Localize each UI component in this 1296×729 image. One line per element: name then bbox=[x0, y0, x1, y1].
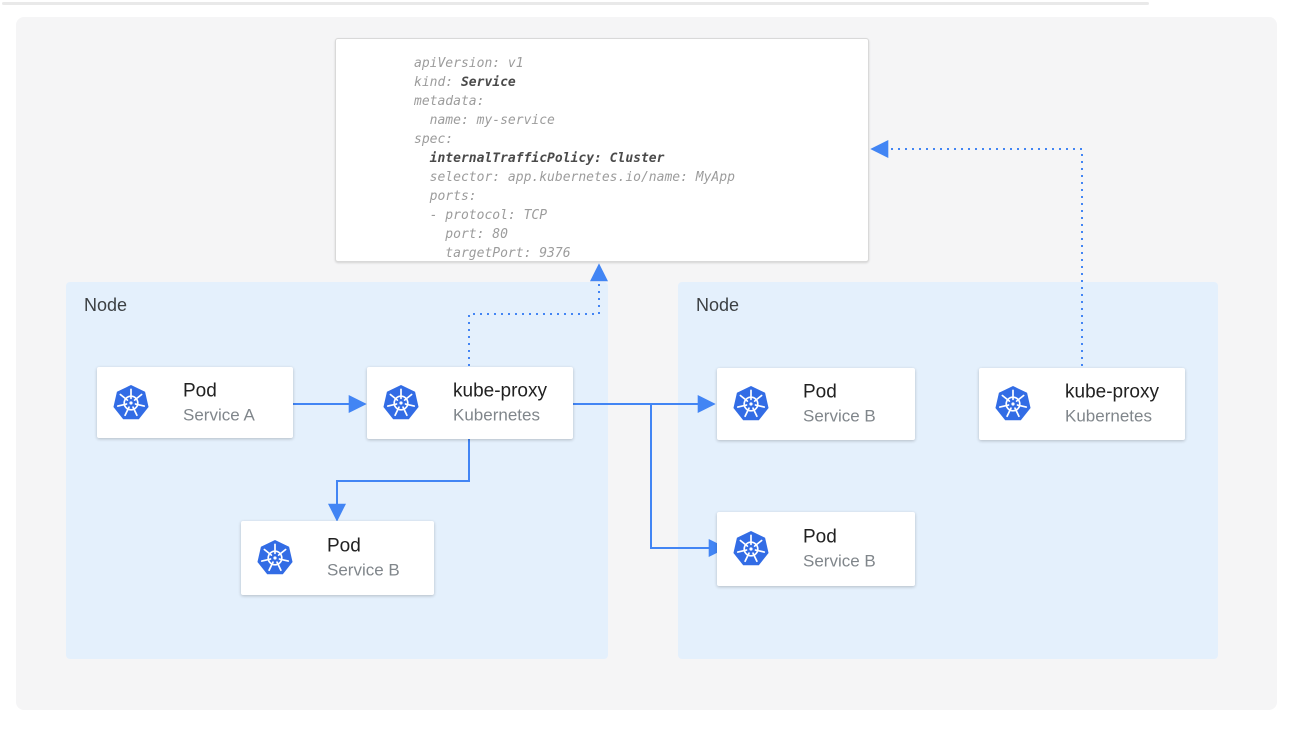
card-kube-proxy-right: kube-proxy Kubernetes bbox=[979, 368, 1185, 440]
card-kube-proxy-left: kube-proxy Kubernetes bbox=[367, 367, 573, 439]
node-label: Node bbox=[696, 295, 740, 315]
card-subtitle: Service B bbox=[803, 406, 876, 426]
card-pod-service-a: Pod Service A bbox=[97, 367, 293, 438]
card-subtitle: Service B bbox=[327, 560, 400, 580]
top-divider bbox=[2, 2, 1149, 5]
card-subtitle: Kubernetes bbox=[453, 405, 540, 425]
card-title: Pod bbox=[183, 380, 217, 401]
kubernetes-wheel-icon bbox=[382, 384, 420, 422]
node-box-left: Node bbox=[66, 282, 608, 659]
card-subtitle: Service A bbox=[183, 405, 255, 424]
node-box-right: Node bbox=[678, 282, 1218, 659]
card-subtitle: Service B bbox=[803, 551, 876, 571]
card-title: Pod bbox=[327, 535, 361, 557]
kubernetes-wheel-icon bbox=[732, 530, 770, 568]
node-label: Node bbox=[84, 295, 128, 315]
kubernetes-wheel-icon bbox=[112, 384, 150, 422]
kubernetes-wheel-icon bbox=[732, 385, 770, 423]
kubernetes-wheel-icon bbox=[256, 539, 294, 577]
card-pod-service-b-left: Pod Service B bbox=[241, 521, 434, 595]
card-subtitle: Kubernetes bbox=[1065, 406, 1152, 426]
card-pod-service-b-right-bottom: Pod Service B bbox=[717, 512, 915, 586]
card-title: kube-proxy bbox=[1065, 381, 1159, 403]
card-pod-service-b-right-top: Pod Service B bbox=[717, 368, 915, 440]
kubernetes-wheel-icon bbox=[994, 385, 1032, 423]
card-title: Pod bbox=[803, 526, 837, 548]
card-title: Pod bbox=[803, 381, 837, 403]
card-title: kube-proxy bbox=[453, 380, 547, 402]
